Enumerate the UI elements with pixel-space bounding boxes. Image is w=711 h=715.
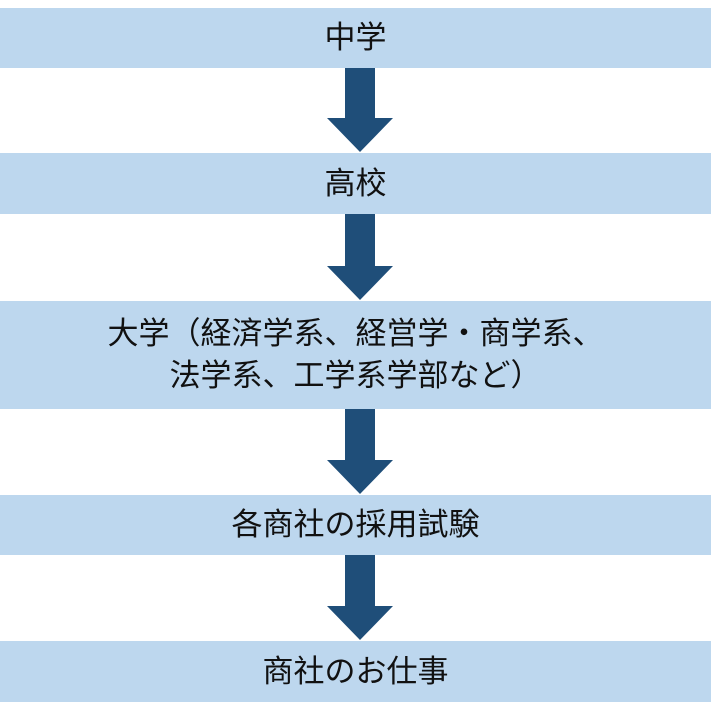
step-label: 商社のお仕事	[262, 653, 449, 690]
down-arrow-icon	[325, 409, 395, 495]
step-trading-company-work: 商社のお仕事	[0, 641, 711, 702]
step-label-line-1: 大学（経済学系、経営学・商学系、	[107, 316, 604, 352]
step-label: 高校	[324, 165, 387, 202]
step-label: 各商社の採用試験	[231, 507, 480, 543]
down-arrow-icon	[325, 68, 395, 153]
step-high-school: 高校	[0, 153, 711, 214]
step-recruitment-exam: 各商社の採用試験	[0, 495, 711, 555]
step-label-line-2: 法学系、工学系学部など）	[169, 358, 542, 394]
step-label: 中学	[324, 20, 387, 56]
down-arrow-icon	[325, 214, 395, 301]
step-university: 大学（経済学系、経営学・商学系、 法学系、工学系学部など）	[0, 301, 711, 409]
down-arrow-icon	[325, 555, 395, 641]
step-junior-high: 中学	[0, 8, 711, 68]
